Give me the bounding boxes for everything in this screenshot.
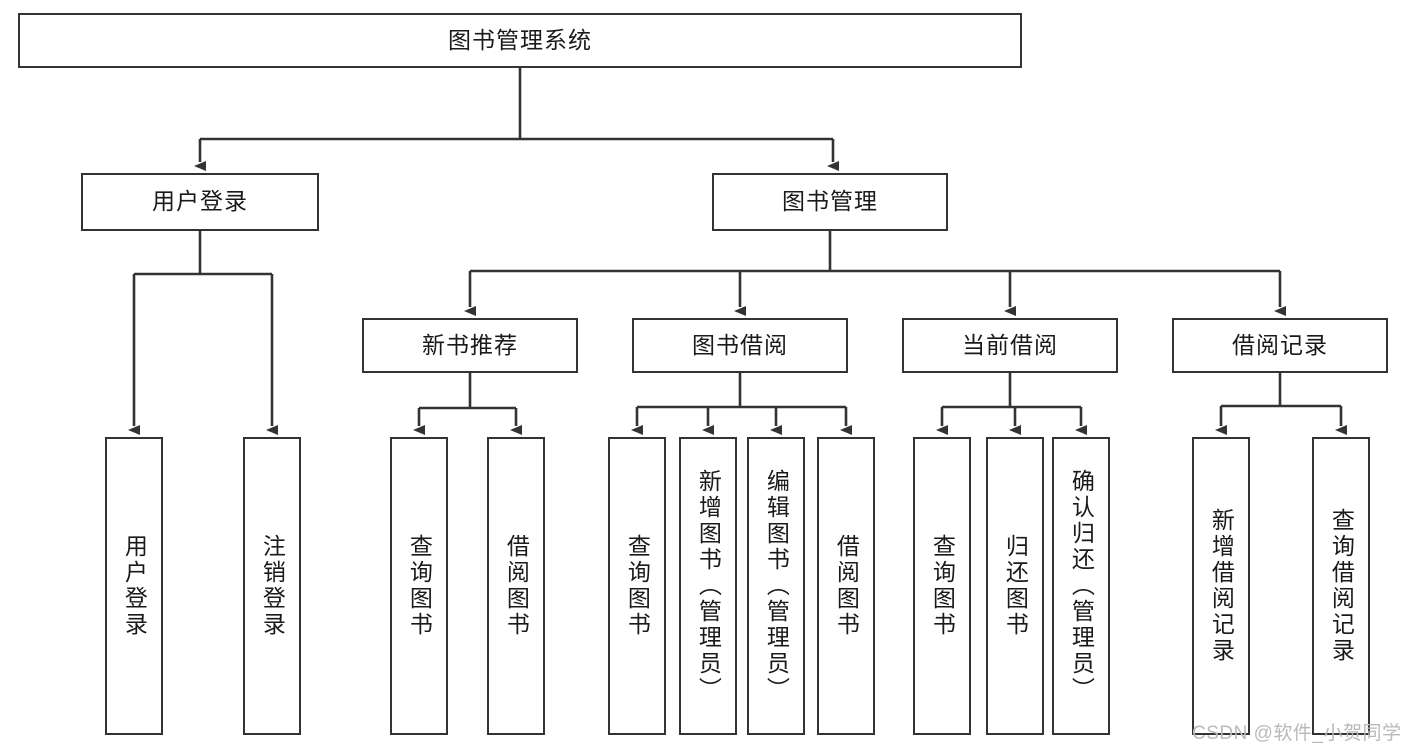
node-leaf-add-borrow-record[interactable]: 新增借阅记录 — [1192, 437, 1250, 735]
node-leaf-user-logout[interactable]: 注销登录 — [243, 437, 301, 735]
node-leaf-add-book-admin[interactable]: 新增图书（管理员） — [679, 437, 737, 735]
node-book-manage[interactable]: 图书管理 — [712, 173, 948, 231]
node-leaf-borrow-book-label: 借阅图书 — [833, 534, 860, 638]
node-leaf-user-login[interactable]: 用户登录 — [105, 437, 163, 735]
edge-group-book-manage — [464, 231, 1286, 316]
node-leaf-confirm-return-admin[interactable]: 确认归还（管理员） — [1052, 437, 1110, 735]
node-leaf-edit-book-admin[interactable]: 编辑图书（管理员） — [747, 437, 805, 735]
node-leaf-confirm-return-admin-label: 确认归还（管理员） — [1068, 469, 1095, 703]
edge-group-current-borrow — [936, 373, 1087, 435]
edge-group-new-book-recommend — [413, 373, 522, 435]
node-root-label: 图书管理系统 — [448, 26, 592, 53]
node-leaf-query-book-borrow[interactable]: 查询图书 — [608, 437, 666, 735]
node-leaf-return-book[interactable]: 归还图书 — [986, 437, 1044, 735]
node-leaf-borrow-book[interactable]: 借阅图书 — [817, 437, 875, 735]
node-borrow-record[interactable]: 借阅记录 — [1172, 318, 1388, 373]
node-user-login-label: 用户登录 — [152, 188, 248, 215]
node-leaf-query-book-current-label: 查询图书 — [929, 534, 956, 638]
node-borrow-record-label: 借阅记录 — [1232, 331, 1328, 358]
node-current-borrow[interactable]: 当前借阅 — [902, 318, 1118, 373]
node-book-borrow[interactable]: 图书借阅 — [632, 318, 848, 373]
node-leaf-borrow-book-recommend-label: 借阅图书 — [503, 534, 530, 638]
edge-group-root — [194, 68, 839, 171]
node-root[interactable]: 图书管理系统 — [18, 13, 1022, 68]
node-leaf-borrow-book-recommend[interactable]: 借阅图书 — [487, 437, 545, 735]
edge-group-borrow-record — [1215, 373, 1347, 435]
node-leaf-query-book-recommend[interactable]: 查询图书 — [390, 437, 448, 735]
node-leaf-edit-book-admin-label: 编辑图书（管理员） — [763, 469, 790, 703]
node-user-login[interactable]: 用户登录 — [81, 173, 319, 231]
node-book-borrow-label: 图书借阅 — [692, 331, 788, 358]
node-leaf-add-book-admin-label: 新增图书（管理员） — [695, 469, 722, 703]
csdn-watermark: CSDN @软件_小贺同学 — [1192, 723, 1402, 744]
node-leaf-query-book-current[interactable]: 查询图书 — [913, 437, 971, 735]
node-new-book-recommend[interactable]: 新书推荐 — [362, 318, 578, 373]
edge-group-user-login — [128, 231, 278, 435]
node-leaf-return-book-label: 归还图书 — [1002, 534, 1029, 638]
node-leaf-add-borrow-record-label: 新增借阅记录 — [1208, 508, 1235, 664]
node-leaf-query-borrow-record[interactable]: 查询借阅记录 — [1312, 437, 1370, 735]
node-current-borrow-label: 当前借阅 — [962, 331, 1058, 358]
node-leaf-user-logout-label: 注销登录 — [259, 534, 286, 638]
node-leaf-query-book-borrow-label: 查询图书 — [624, 534, 651, 638]
node-leaf-user-login-label: 用户登录 — [121, 534, 148, 638]
node-book-manage-label: 图书管理 — [782, 188, 878, 215]
node-new-book-recommend-label: 新书推荐 — [422, 331, 518, 358]
edge-group-book-borrow — [631, 373, 852, 435]
node-leaf-query-book-recommend-label: 查询图书 — [406, 534, 433, 638]
node-leaf-query-borrow-record-label: 查询借阅记录 — [1328, 508, 1355, 664]
